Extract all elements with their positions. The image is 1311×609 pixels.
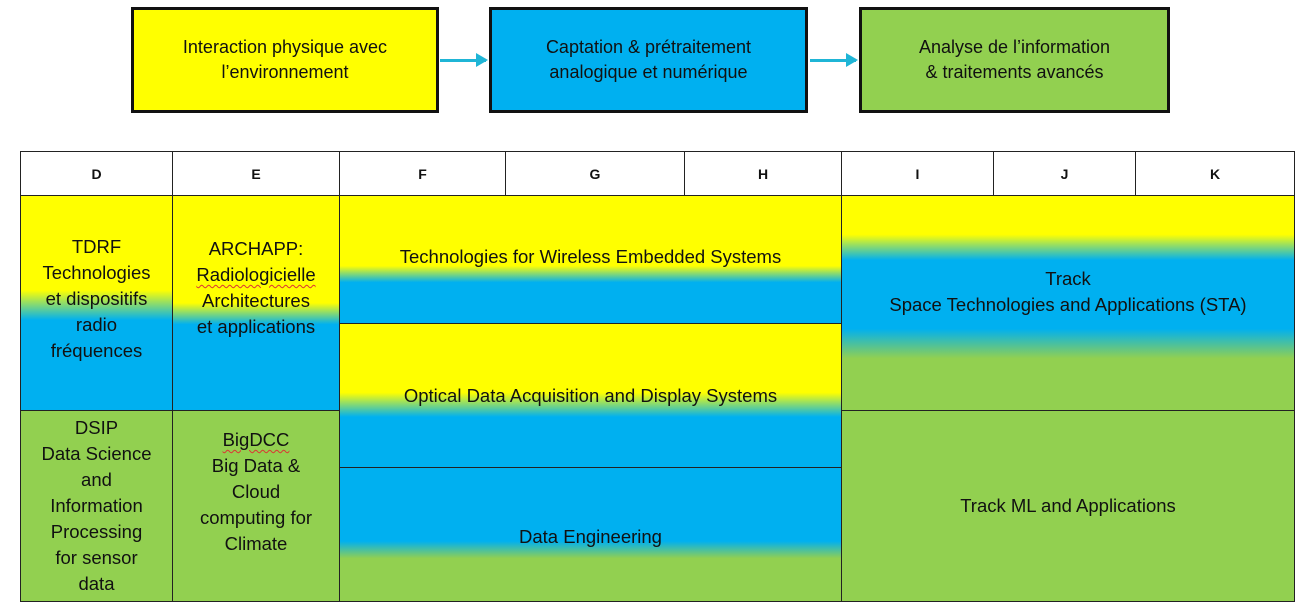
- cell-ml-applications: Track ML and Applications: [841, 410, 1295, 602]
- column-header-f: F: [339, 151, 506, 196]
- arrow-right-icon: [810, 53, 858, 67]
- cell-dsip: DSIP Data Science and Information Proces…: [20, 410, 173, 602]
- column-header-e: E: [172, 151, 340, 196]
- column-header-k: K: [1135, 151, 1295, 196]
- archapp-description: Architectures et applications: [196, 290, 316, 337]
- cell-tdrf: TDRF Technologies et dispositifs radio f…: [20, 195, 173, 411]
- column-header-j: J: [993, 151, 1136, 196]
- cell-wireless-embedded-systems: Technologies for Wireless Embedded Syste…: [339, 195, 842, 324]
- cell-space-technologies: Track Space Technologies and Application…: [841, 195, 1295, 411]
- bigdcc-description: Big Data & Cloud computing for Climate: [199, 455, 313, 554]
- column-header-d: D: [20, 151, 173, 196]
- archapp-title: ARCHAPP:: [208, 238, 304, 259]
- cell-archapp: ARCHAPP: Radiologicielle Architectures e…: [172, 195, 340, 411]
- cell-data-engineering: Data Engineering: [339, 467, 842, 602]
- column-header-i: I: [841, 151, 994, 196]
- cell-bigdcc: BigDCC Big Data & Cloud computing for Cl…: [172, 410, 340, 602]
- flow-step-acquisition: Captation & prétraitement analogique et …: [489, 7, 808, 113]
- cell-optical-data-acquisition: Optical Data Acquisition and Display Sys…: [339, 323, 842, 468]
- flow-step-physical-interaction: Interaction physique avec l’environnemen…: [131, 7, 439, 113]
- arrow-right-icon: [440, 53, 488, 67]
- column-header-h: H: [684, 151, 842, 196]
- archapp-subtitle: Radiologicielle: [196, 264, 316, 285]
- bigdcc-title: BigDCC: [222, 429, 290, 450]
- flow-step-analysis: Analyse de l’information & traitements a…: [859, 7, 1170, 113]
- column-header-g: G: [505, 151, 685, 196]
